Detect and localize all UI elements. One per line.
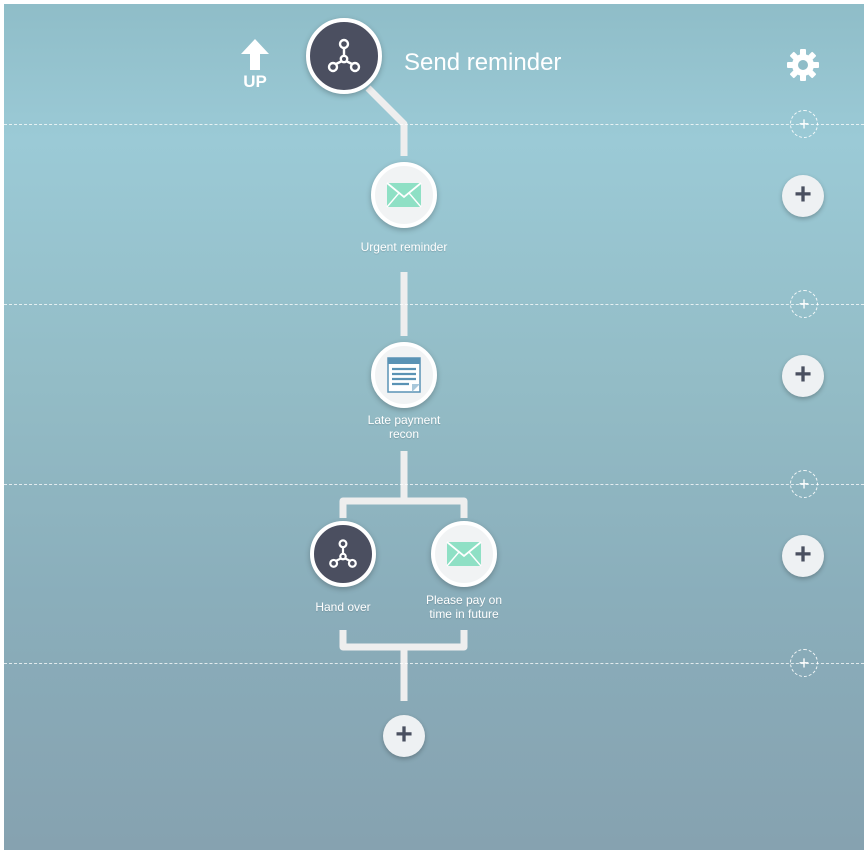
plus-icon: +	[798, 294, 810, 314]
plus-icon: +	[794, 178, 812, 211]
add-step-button[interactable]: +	[782, 535, 824, 577]
page-title: Send reminder	[404, 49, 562, 76]
band-divider	[4, 484, 864, 485]
plus-icon: +	[798, 114, 810, 134]
gear-icon[interactable]	[786, 48, 820, 82]
late-payment-recon-label: Late payment recon	[367, 413, 441, 441]
up-label: UP	[243, 72, 267, 91]
arrow-up-icon	[241, 39, 269, 70]
branch-icon	[327, 38, 361, 73]
envelope-icon	[386, 182, 422, 208]
workflow-canvas: + + + + + + + + UP Send reminder	[4, 4, 864, 850]
connector-lines	[339, 85, 468, 701]
please-pay-node[interactable]	[431, 521, 497, 587]
add-step-button[interactable]: +	[782, 355, 824, 397]
add-step-button[interactable]: +	[383, 715, 425, 757]
plus-icon: +	[794, 538, 812, 571]
band-divider	[4, 304, 864, 305]
root-workflow-node[interactable]	[306, 18, 382, 94]
hand-over-node[interactable]	[310, 521, 376, 587]
up-button[interactable]: UP	[236, 38, 274, 94]
insert-step-button[interactable]: +	[790, 649, 818, 677]
add-step-button[interactable]: +	[782, 175, 824, 217]
hand-over-label: Hand over	[315, 600, 371, 614]
branch-icon	[329, 539, 357, 568]
band-divider	[4, 663, 864, 664]
insert-step-button[interactable]: +	[790, 290, 818, 318]
envelope-icon	[446, 541, 482, 567]
please-pay-label: Please pay on time in future	[425, 593, 503, 621]
urgent-reminder-node[interactable]	[371, 162, 437, 228]
connector-split-bar	[339, 497, 468, 518]
plus-icon: +	[794, 358, 812, 391]
connector-join-bar	[339, 630, 468, 651]
late-payment-recon-node[interactable]	[371, 342, 437, 408]
connector-root-to-urgent	[365, 85, 408, 156]
plus-icon: +	[395, 718, 413, 751]
band-divider	[4, 124, 864, 125]
insert-step-button[interactable]: +	[790, 110, 818, 138]
plus-icon: +	[798, 474, 810, 494]
document-icon	[387, 357, 421, 393]
insert-step-button[interactable]: +	[790, 470, 818, 498]
plus-icon: +	[798, 653, 810, 673]
urgent-reminder-label: Urgent reminder	[360, 240, 448, 254]
